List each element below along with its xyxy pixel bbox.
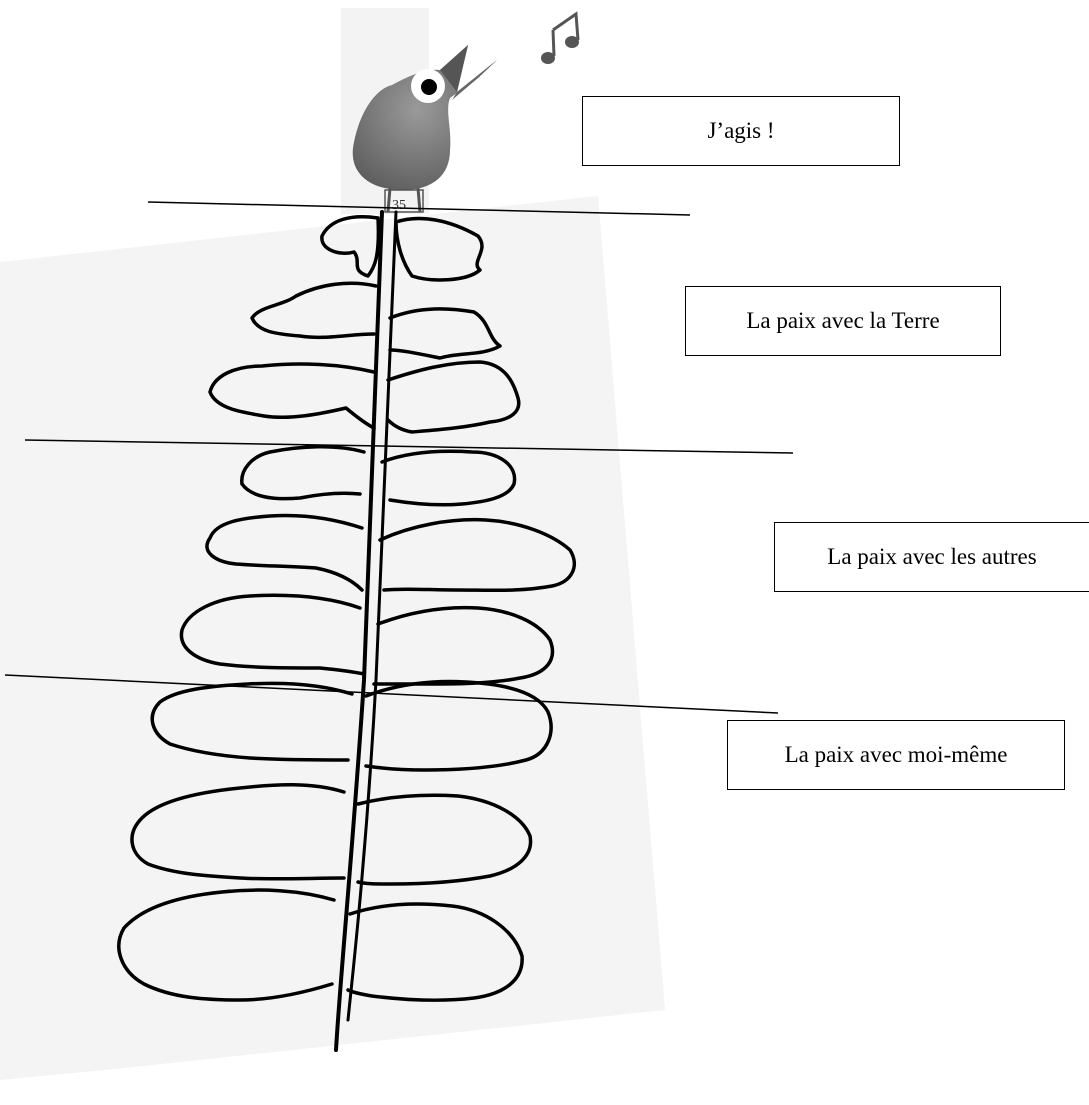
label-peace-earth: La paix avec la Terre [685,286,1001,356]
separator-3 [4,674,779,714]
separator-lines [4,201,794,714]
label-peace-self: La paix avec moi-même [727,720,1065,790]
separator-2 [24,439,794,454]
music-note-icon [541,11,580,64]
separator-1 [147,201,691,216]
fern-drawing [117,210,576,1052]
label-act: J’agis ! [582,96,900,166]
label-peace-others: La paix avec les autres [774,522,1089,592]
bird-leg-tag: 35 [392,198,406,213]
